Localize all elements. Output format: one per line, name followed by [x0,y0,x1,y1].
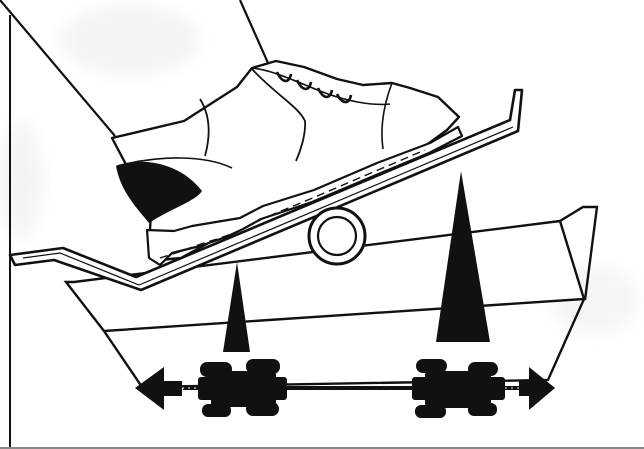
left-axle-icon [198,359,287,417]
scan-shadow [60,5,200,75]
left-force-arrow-icon [135,367,182,410]
scan-shadow [0,120,42,240]
leg-outline-right [240,0,272,72]
right-axle-icon [412,359,505,418]
